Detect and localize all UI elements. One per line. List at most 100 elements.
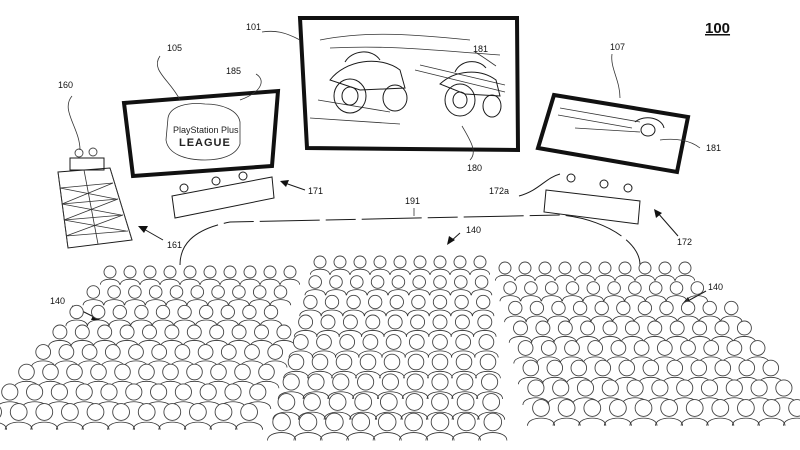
audience-head: [616, 300, 631, 316]
league-logo-outline: [165, 103, 241, 161]
audience-head: [35, 403, 54, 421]
audience-head: [254, 324, 269, 340]
audience-head: [762, 399, 781, 417]
audience-shoulders: [562, 295, 584, 302]
ref-181-center: 181: [473, 44, 488, 54]
audience-head: [155, 304, 171, 320]
audience-head: [325, 412, 344, 432]
audience-shoulders: [655, 417, 683, 426]
audience-head: [546, 359, 564, 377]
audience-head: [690, 281, 705, 295]
audience-head: [163, 403, 182, 421]
ref-185: 185: [226, 66, 241, 76]
ref-160: 160: [58, 80, 73, 90]
audience-shoulders: [184, 421, 212, 430]
audience-head: [454, 314, 470, 330]
audience-head: [726, 340, 743, 356]
audience-head: [112, 304, 127, 320]
audience-head: [544, 281, 559, 295]
audience-shoulders: [130, 319, 153, 327]
audience-head: [583, 399, 602, 417]
audience-shoulders: [590, 315, 613, 323]
audience-head: [660, 399, 678, 417]
audience-head: [483, 412, 503, 432]
ref-172a: 172a: [489, 186, 509, 196]
audience-head: [557, 320, 573, 336]
audience-head: [432, 334, 448, 350]
audience-head: [564, 340, 580, 356]
audience-head: [714, 320, 730, 336]
audience-head: [557, 399, 576, 417]
audience-shoulders: [338, 330, 363, 337]
audience-head: [104, 344, 121, 360]
audience-head: [220, 304, 235, 320]
leader-lines: [67, 30, 701, 216]
audience-head: [680, 340, 696, 356]
audience-head: [276, 324, 292, 340]
audience-head: [335, 353, 353, 371]
audience-head: [169, 285, 184, 299]
audience-head: [329, 275, 343, 289]
ref-105: 105: [167, 43, 182, 53]
logo-line-1: PlayStation Plus: [173, 125, 239, 135]
audience-shoulders: [364, 309, 387, 317]
audience-head: [244, 344, 260, 360]
audience-shoulders: [698, 315, 721, 323]
audience-shoulders: [370, 268, 390, 275]
audience-head: [607, 281, 621, 295]
audience-shoulders: [269, 299, 292, 306]
audience-shoulders: [471, 289, 493, 296]
audience-head: [307, 373, 325, 391]
audience-shoulders: [335, 350, 360, 358]
audience-head: [86, 403, 105, 421]
audience-head: [243, 265, 257, 279]
audience-head: [775, 379, 793, 397]
audience-head: [150, 383, 168, 401]
audience-head: [634, 399, 653, 417]
audience-head: [527, 379, 545, 397]
ref-172: 172: [677, 237, 692, 247]
audience-head: [479, 353, 497, 371]
audience-head: [232, 285, 246, 299]
audience-shoulders: [259, 319, 283, 327]
audience-shoulders: [427, 350, 453, 358]
audience-head: [151, 344, 168, 360]
audience-head: [134, 304, 149, 320]
audience-shoulders: [635, 274, 655, 281]
audience-head: [576, 379, 595, 397]
audience-shoulders: [165, 299, 188, 306]
audience-head: [249, 383, 267, 401]
audience-head: [211, 285, 225, 299]
audience-head: [453, 255, 467, 269]
audience-shoulders: [399, 432, 429, 441]
audience-shoulders: [48, 340, 72, 347]
audience-head: [220, 344, 237, 360]
audience-head: [97, 324, 113, 340]
audience-head: [362, 334, 379, 350]
audience-shoulders: [120, 278, 140, 285]
audience: [0, 255, 800, 441]
audience-head: [9, 403, 28, 421]
audience-head: [714, 359, 732, 377]
audience-head: [258, 363, 275, 381]
center-screen: [297, 16, 521, 153]
tower: [57, 147, 133, 249]
audience-shoulders: [367, 289, 389, 296]
audience-head: [552, 379, 570, 397]
audience-shoulders: [677, 315, 700, 323]
audience-head: [308, 275, 322, 289]
audience-head: [431, 373, 449, 391]
audience-shoulders: [65, 319, 88, 327]
ref-140-right: 140: [708, 282, 723, 292]
audience-shoulders: [404, 350, 429, 358]
audience-head: [412, 275, 426, 289]
audience-shoulders: [531, 336, 555, 343]
audience-head: [86, 285, 101, 299]
audience-head: [112, 403, 130, 421]
audience-shoulders: [513, 356, 538, 364]
audience-head: [478, 334, 495, 350]
audience-shoulders: [495, 274, 515, 281]
audience-shoulders: [603, 295, 625, 302]
audience-head: [456, 393, 475, 411]
ref-171: 171: [308, 186, 323, 196]
